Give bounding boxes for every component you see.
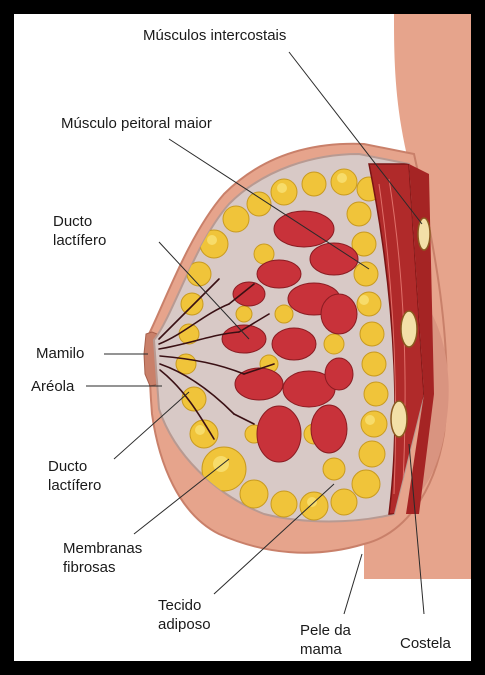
label-rib: Costela (400, 634, 451, 653)
label-breast-skin: Pele da mama (300, 621, 351, 659)
label-line: mama (300, 640, 351, 659)
label-intercostal-muscles: Músculos intercostais (143, 26, 286, 45)
label-lactiferous-duct-lower: Ducto lactífero (48, 457, 101, 495)
label-line: fibrosas (63, 558, 142, 577)
label-pectoralis-major: Músculo peitoral maior (61, 114, 212, 133)
label-areola: Aréola (31, 377, 74, 396)
label-adipose-tissue: Tecido adiposo (158, 596, 211, 634)
illustration-frame: Músculos intercostais Músculo peitoral m… (14, 14, 471, 661)
label-line: Tecido (158, 596, 211, 615)
label-line: adiposo (158, 615, 211, 634)
label-fibrous-membranes: Membranas fibrosas (63, 539, 142, 577)
label-line: lactífero (53, 231, 106, 250)
label-line: Ducto (48, 457, 101, 476)
label-line: Pele da (300, 621, 351, 640)
label-line: Ducto (53, 212, 106, 231)
label-line: lactífero (48, 476, 101, 495)
label-line: Membranas (63, 539, 142, 558)
label-lactiferous-duct-upper: Ducto lactífero (53, 212, 106, 250)
label-nipple: Mamilo (36, 344, 84, 363)
